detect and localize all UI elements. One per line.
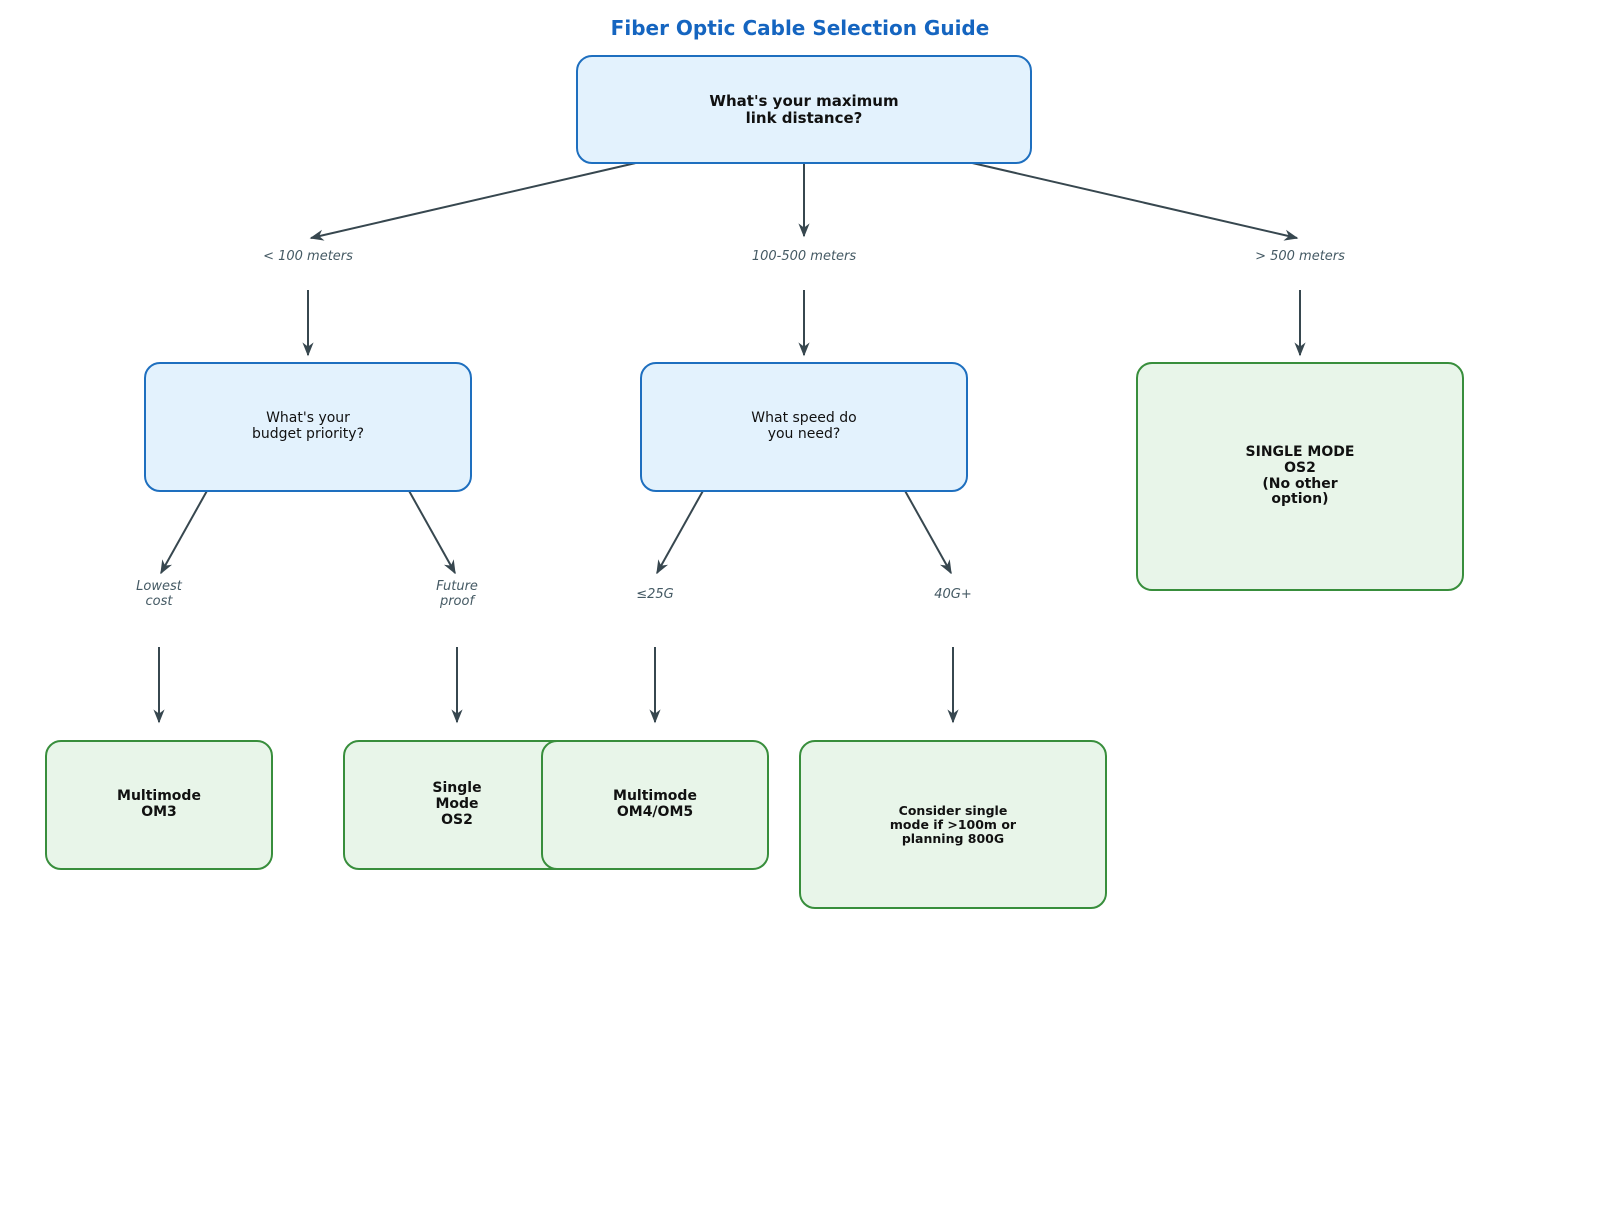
- question-speed: What speed do you need?: [640, 362, 968, 492]
- result-multimode-om3: Multimode OM3: [45, 740, 273, 870]
- edge-label-more-than-500m: > 500 meters: [1255, 249, 1345, 264]
- edge-label-100-500m: 100-500 meters: [751, 249, 857, 264]
- arrow-speed-to-le25g: [656, 488, 705, 575]
- result-multimode-om4-om5: Multimode OM4/OM5: [541, 740, 769, 870]
- question-budget-priority: What's your budget priority?: [144, 362, 472, 492]
- arrow-budget-to-future-proof: [407, 488, 456, 575]
- arrow-speed-to-40gplus: [903, 488, 952, 575]
- question-max-link-distance: What's your maximum link distance?: [576, 55, 1032, 164]
- edge-label-25g-or-less: ≤25G: [636, 587, 674, 602]
- result-single-mode-os2: Single Mode OS2: [343, 740, 571, 870]
- diagram-title: Fiber Optic Cable Selection Guide: [610, 16, 990, 40]
- edge-label-future-proof: Future proof: [436, 579, 478, 609]
- edge-label-lowest-cost: Lowest cost: [136, 579, 182, 609]
- edge-label-40g-plus: 40G+: [934, 587, 972, 602]
- result-single-mode-os2-long-distance: SINGLE MODE OS2 (No other option): [1136, 362, 1464, 591]
- result-consider-single-mode: Consider single mode if >100m or plannin…: [799, 740, 1107, 909]
- arrow-budget-to-lowest-cost: [160, 488, 209, 575]
- arrow-root-to-lt100: [309, 158, 654, 241]
- edge-label-less-than-100m: < 100 meters: [263, 249, 353, 264]
- arrow-root-to-gt500: [954, 158, 1299, 241]
